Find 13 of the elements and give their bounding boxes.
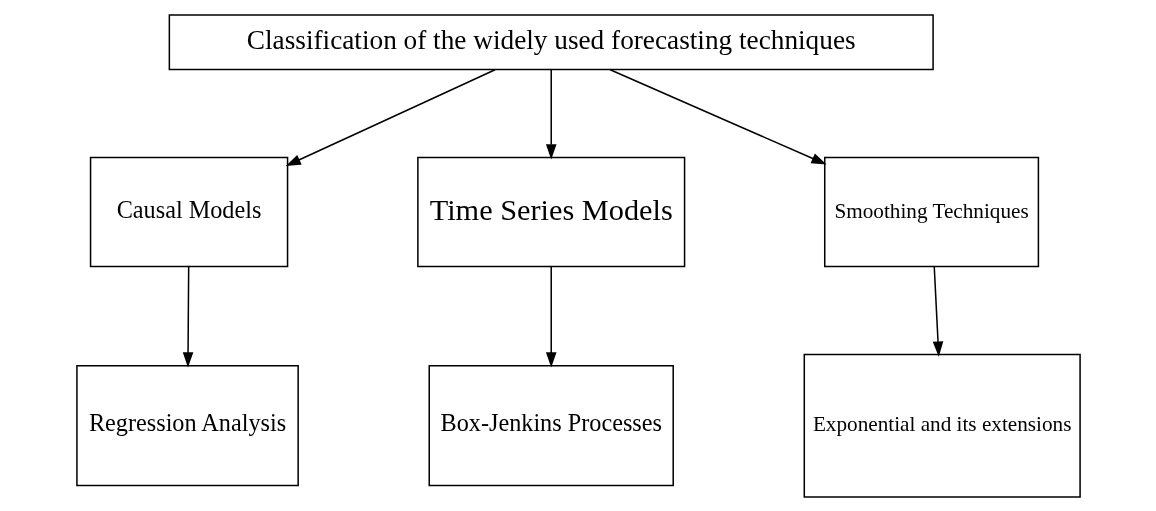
arrow: [545, 265, 557, 367]
arrow: [182, 265, 193, 367]
node-box: Causal Models: [89, 156, 288, 267]
arrow: [285, 68, 496, 166]
node-box: Classification of the widely used forecasting techniques: [168, 13, 934, 70]
node-box: Box-Jenkins Processes: [428, 364, 674, 486]
node-box: Regression Analysis: [75, 364, 299, 486]
arrow: [545, 68, 557, 159]
arrow: [932, 265, 943, 357]
arrow: [608, 68, 827, 165]
node-box: Time Series Models: [416, 156, 685, 267]
node-box: Exponential and its extensions: [803, 353, 1081, 498]
node-box: Smoothing Techniques: [823, 156, 1039, 267]
